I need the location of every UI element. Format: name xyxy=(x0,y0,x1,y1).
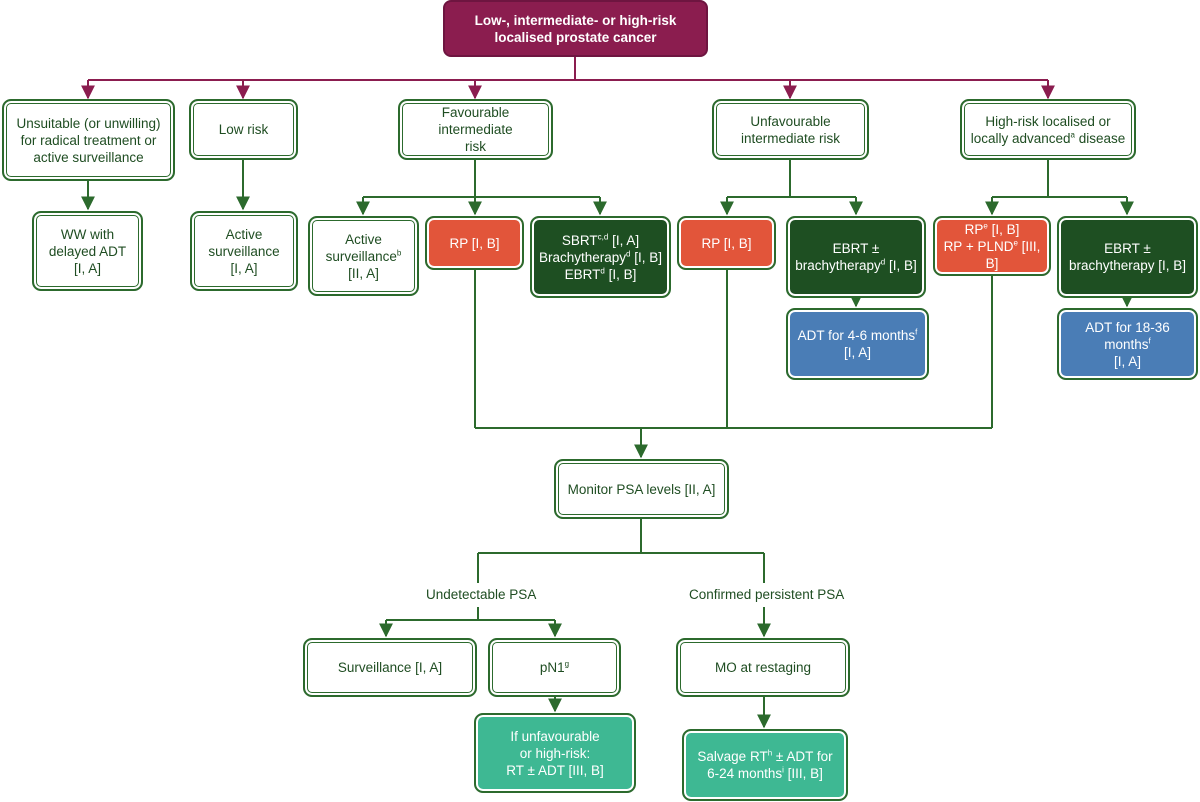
high-risk-sup: a xyxy=(1070,130,1075,139)
active-surv-fav-line2: surveillance xyxy=(325,248,397,264)
active-surv-low-line3: [I, A] xyxy=(230,260,258,276)
ebrt-unfav-line2b: [I, B] xyxy=(885,258,917,273)
rp-high-l2sup: e xyxy=(1013,238,1018,247)
mo-restaging-box: MO at restaging xyxy=(676,638,850,697)
surveillance-label: Surveillance [I, A] xyxy=(337,660,443,675)
adt-4-6-box: ADT for 4-6 monthsf [I, A] xyxy=(786,308,929,380)
if-unfav-line2: or high-risk: xyxy=(519,745,591,761)
ebrt-unfav-line2a: brachytherapy xyxy=(795,258,881,273)
rp-favourable-box: RP [I, B] xyxy=(425,216,524,270)
ebrt-high-line2: brachytherapy [I, B] xyxy=(1068,258,1187,273)
brachy-sup: d xyxy=(626,249,631,258)
salvage-l1b: ± ADT for xyxy=(772,749,833,764)
ww-line3: [I, A] xyxy=(73,260,101,276)
salvage-l2b: [III, B] xyxy=(783,766,823,781)
low-risk-label: Low risk xyxy=(218,122,269,137)
unsuitable-line1: Unsuitable (or unwilling) xyxy=(16,115,161,131)
rp-high-l1a: RP xyxy=(964,221,984,237)
low-risk-box: Low risk xyxy=(189,99,298,160)
adt-18-36-box: ADT for 18-36 monthsf [I, A] xyxy=(1057,308,1198,380)
ebrt-high-line1: EBRT ± xyxy=(1104,241,1151,256)
sbrt-group-box: SBRTc,d [I, A] Brachytherapyd [I, B] EBR… xyxy=(530,216,671,298)
rp-unfavourable-box: RP [I, B] xyxy=(677,216,776,270)
rp-fav-label: RP [I, B] xyxy=(449,235,500,251)
ebrt-unfav-line1: EBRT ± xyxy=(832,241,880,256)
active-surv-fav-sup: b xyxy=(396,248,402,257)
if-unfav-line3: RT ± ADT [III, B] xyxy=(506,762,604,778)
ebrt-label: EBRT xyxy=(564,266,601,282)
if-unfavourable-box: If unfavourable or high-risk: RT ± ADT [… xyxy=(474,713,636,793)
unfavourable-box: Unfavourable intermediate risk xyxy=(712,99,869,160)
active-surv-low-line1: Active xyxy=(225,226,263,242)
active-surv-low-line2: surveillance xyxy=(208,243,280,259)
active-surv-fav-line3: [II, A] xyxy=(348,265,379,281)
pn1-box: pN1g xyxy=(488,638,621,697)
unsuitable-box: Unsuitable (or unwilling) for radical tr… xyxy=(2,99,175,181)
ww-box: WW with delayed ADT [I, A] xyxy=(32,211,143,291)
persistent-psa-label: Confirmed persistent PSA xyxy=(687,587,847,602)
root-line1: Low-, intermediate- or high-risk xyxy=(474,12,677,28)
root-line2: localised prostate cancer xyxy=(494,29,657,45)
active-surv-fav-line1: Active xyxy=(345,231,382,247)
ww-line2: delayed ADT xyxy=(48,243,127,259)
adt-18-36-sup: f xyxy=(1148,336,1151,345)
rp-high-l1b: [I, B] xyxy=(987,221,1020,237)
active-surveillance-fav-box: Active surveillanceb [II, A] xyxy=(308,216,419,296)
unfavourable-line2: intermediate risk xyxy=(740,130,841,146)
pn1-sup: g xyxy=(564,659,570,669)
root-connectors xyxy=(81,57,1055,100)
adt-18-36-line1: ADT for 18-36 months xyxy=(1085,319,1170,352)
root-box: Low-, intermediate- or high-risk localis… xyxy=(443,0,708,57)
brachy-evidence: [I, B] xyxy=(630,249,662,265)
sbrt-label: SBRT xyxy=(561,232,598,248)
favourable-line1: Favourable intermediate xyxy=(438,105,513,137)
favourable-box: Favourable intermediate risk xyxy=(398,99,553,160)
ebrt-evidence: [I, B] xyxy=(604,266,637,282)
salvage-l1sup: h xyxy=(767,748,773,758)
unfavourable-line1: Unfavourable xyxy=(750,113,831,129)
high-risk-box: High-risk localised or locally advanceda… xyxy=(960,99,1136,160)
high-risk-line1: High-risk localised or xyxy=(985,113,1111,129)
ebrt-high-risk-box: EBRT ± brachytherapy [I, B] xyxy=(1057,216,1198,298)
salvage-rt-box: Salvage RTh ± ADT for 6-24 monthsi [III,… xyxy=(682,729,848,801)
salvage-l2sup: i xyxy=(782,765,784,775)
adt-4-6-line2: [I, A] xyxy=(843,345,871,360)
brachy-label: Brachytherapy xyxy=(538,249,627,265)
salvage-l2a: 6-24 months xyxy=(707,766,783,781)
adt-4-6-sup: f xyxy=(915,327,918,337)
ebrt-unfav-sup: d xyxy=(880,257,886,267)
sbrt-evidence: [I, A] xyxy=(608,232,640,248)
surveillance-box: Surveillance [I, A] xyxy=(303,638,477,697)
rp-high-l1sup: e xyxy=(983,221,988,230)
rp-high-risk-box: RPe [I, B] RP + PLNDe [III, B] xyxy=(933,216,1051,276)
rp-high-l2a: RP + PLND xyxy=(943,238,1014,254)
high-risk-line2b: disease xyxy=(1074,130,1126,146)
adt-4-6-line1: ADT for 4-6 months xyxy=(797,328,916,343)
monitor-psa-box: Monitor PSA levels [II, A] xyxy=(554,459,729,519)
favourable-line2: risk xyxy=(465,139,486,154)
ebrt-sup: d xyxy=(600,266,605,275)
unsuitable-line3: active surveillance xyxy=(33,149,144,165)
rp-unfav-label: RP [I, B] xyxy=(701,235,752,251)
if-unfav-line1: If unfavourable xyxy=(510,728,600,744)
undetectable-psa-label: Undetectable PSA xyxy=(424,587,539,602)
active-surveillance-low-box: Active surveillance [I, A] xyxy=(190,211,298,291)
high-risk-line2a: locally advanced xyxy=(970,130,1071,146)
mo-restaging-label: MO at restaging xyxy=(714,660,812,675)
treatment-connectors xyxy=(81,160,1134,729)
ww-line1: WW with xyxy=(60,226,115,242)
monitor-psa-label: Monitor PSA levels [II, A] xyxy=(567,481,716,497)
rp-high-l2b: [III, B] xyxy=(985,238,1041,271)
salvage-l1a: Salvage RT xyxy=(697,749,768,764)
sbrt-sup: c,d xyxy=(597,232,609,241)
adt-18-36-line2: [I, A] xyxy=(1113,353,1141,369)
unsuitable-line2: for radical treatment or xyxy=(20,132,157,148)
pn1-label: pN1 xyxy=(539,660,565,675)
ebrt-unfavourable-box: EBRT ± brachytherapyd [I, B] xyxy=(786,216,926,298)
